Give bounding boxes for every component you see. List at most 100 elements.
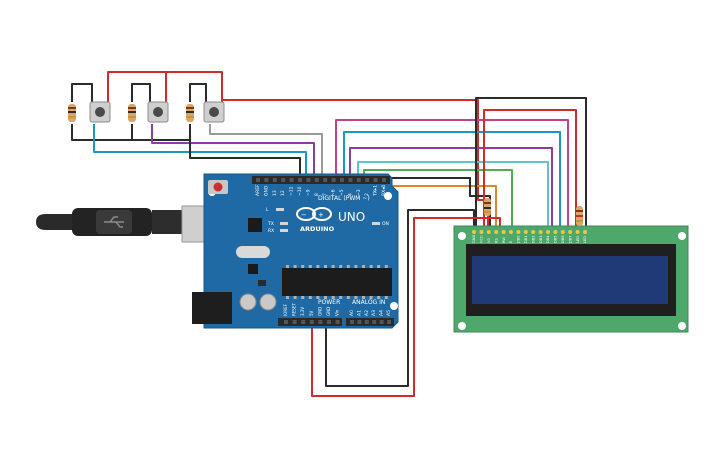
mcu-pin [377,296,381,299]
mcu-pin [384,296,388,299]
pushbutton-3[interactable] [203,101,225,123]
digital-pin-hole[interactable] [298,178,302,182]
mcu-pin [301,265,305,268]
digital-pin-hole[interactable] [382,178,386,182]
arduino-brand: ARDUINO [300,225,335,233]
digital-pin-hole[interactable] [306,178,311,182]
lcd-pin[interactable] [553,230,558,234]
digital-pin-hole[interactable] [340,178,344,182]
arduino-logo: − + [296,207,332,221]
analog-pin-label: A2 [364,310,370,316]
digital-pin-hole[interactable] [323,178,328,182]
mounting-hole [458,232,466,240]
reset-button[interactable] [208,180,228,194]
lcd-pin-label: RS [494,238,498,243]
lcd-pin[interactable] [538,230,543,234]
digital-pin-hole[interactable] [356,178,361,182]
lcd-pin[interactable] [501,230,506,234]
lcd-pin-label: RW [502,237,506,243]
lcd-pin[interactable] [516,230,521,234]
wires [71,71,587,397]
wire-resistor-jumper-3 [189,83,207,102]
mounting-hole [458,322,466,330]
resistor-3 [186,104,194,122]
digital-pin-hole[interactable] [272,178,277,182]
digital-pin-hole[interactable] [331,178,336,182]
digital-pin-label: ~10 [297,186,303,196]
lcd-pin[interactable] [568,230,573,234]
digital-pin-hole[interactable] [289,178,294,182]
power-pin-hole[interactable] [284,320,288,324]
regulator [248,264,258,274]
pushbutton-2[interactable] [147,101,169,123]
lcd-pin-label: DB3 [539,235,543,243]
analog-pin-label: A1 [356,310,362,316]
digital-pin-label: 7 [322,193,328,196]
mcu-pin [286,296,289,299]
wire-gnd-loop [325,209,475,387]
digital-pin-hole[interactable] [373,178,378,182]
lcd-pin[interactable] [494,230,499,234]
power-pin-hole[interactable] [292,320,297,324]
analog-pin-hole[interactable] [387,320,391,324]
mcu-pin [316,296,320,299]
lcd-pin[interactable] [472,230,476,234]
lcd-pin-label: LED [576,236,580,243]
lcd-pin-label: GND [472,235,476,243]
digital-pin-label: RX◂0 [381,185,387,196]
led-on-label: ON [382,221,389,227]
lcd-pin-label: LED [583,236,587,243]
digital-pin-label: 4 [347,193,353,196]
lcd-pin[interactable] [531,230,536,234]
lcd-pin[interactable] [523,230,528,234]
lcd-pin[interactable] [486,230,491,234]
power-pin-label: 5V [309,310,314,316]
analog-pin-label: A5 [386,310,392,316]
analog-pin-hole[interactable] [379,320,384,324]
digital-pin-hole[interactable] [281,178,286,182]
analog-pin-hole[interactable] [350,320,354,324]
mcu-pin [324,265,327,268]
mounting-hole [384,192,392,200]
power-pin-hole[interactable] [309,320,314,324]
power-pin-hole[interactable] [301,320,306,324]
power-pin-hole[interactable] [318,320,323,324]
power-pin-hole[interactable] [335,320,340,324]
digital-pin-hole[interactable] [256,178,260,182]
mcu-pin [369,296,373,299]
mcu-pin [293,296,297,299]
analog-pin-hole[interactable] [357,320,362,324]
digital-pin-hole[interactable] [314,178,319,182]
digital-label: DIGITAL (PWM ~) [318,195,370,202]
power-pin-hole[interactable] [327,320,331,324]
lcd-pin[interactable] [546,230,550,234]
capacitor-1 [239,293,257,311]
digital-pin-hole[interactable] [348,178,353,182]
lcd-pin-label: V0 [487,238,491,243]
mcu-pin [324,296,327,299]
analog-pin-hole[interactable] [364,320,369,324]
lcd-pin-label: DB0 [517,235,521,243]
mcu-pin [293,265,297,268]
lcd-pin[interactable] [560,230,565,234]
digital-pin-label: ~3 [356,189,362,196]
wire-lcd-data-magenta [335,119,569,230]
lcd-pin[interactable] [583,230,587,234]
digital-pin-hole[interactable] [365,178,370,182]
lcd-pin-label: DB1 [524,235,528,243]
analog-pin-hole[interactable] [372,320,377,324]
pushbutton-1[interactable] [89,101,111,123]
mounting-hole [390,302,398,310]
digital-pin-hole[interactable] [264,178,269,182]
analog-pin-label: A4 [379,310,385,316]
lcd-pin[interactable] [509,230,513,234]
wire-button-bus-2 [166,71,223,102]
lcd-pin[interactable] [479,230,484,234]
lcd-pin[interactable] [575,230,580,234]
analog-pin-label: A3 [371,310,377,316]
small-chip [258,280,266,286]
